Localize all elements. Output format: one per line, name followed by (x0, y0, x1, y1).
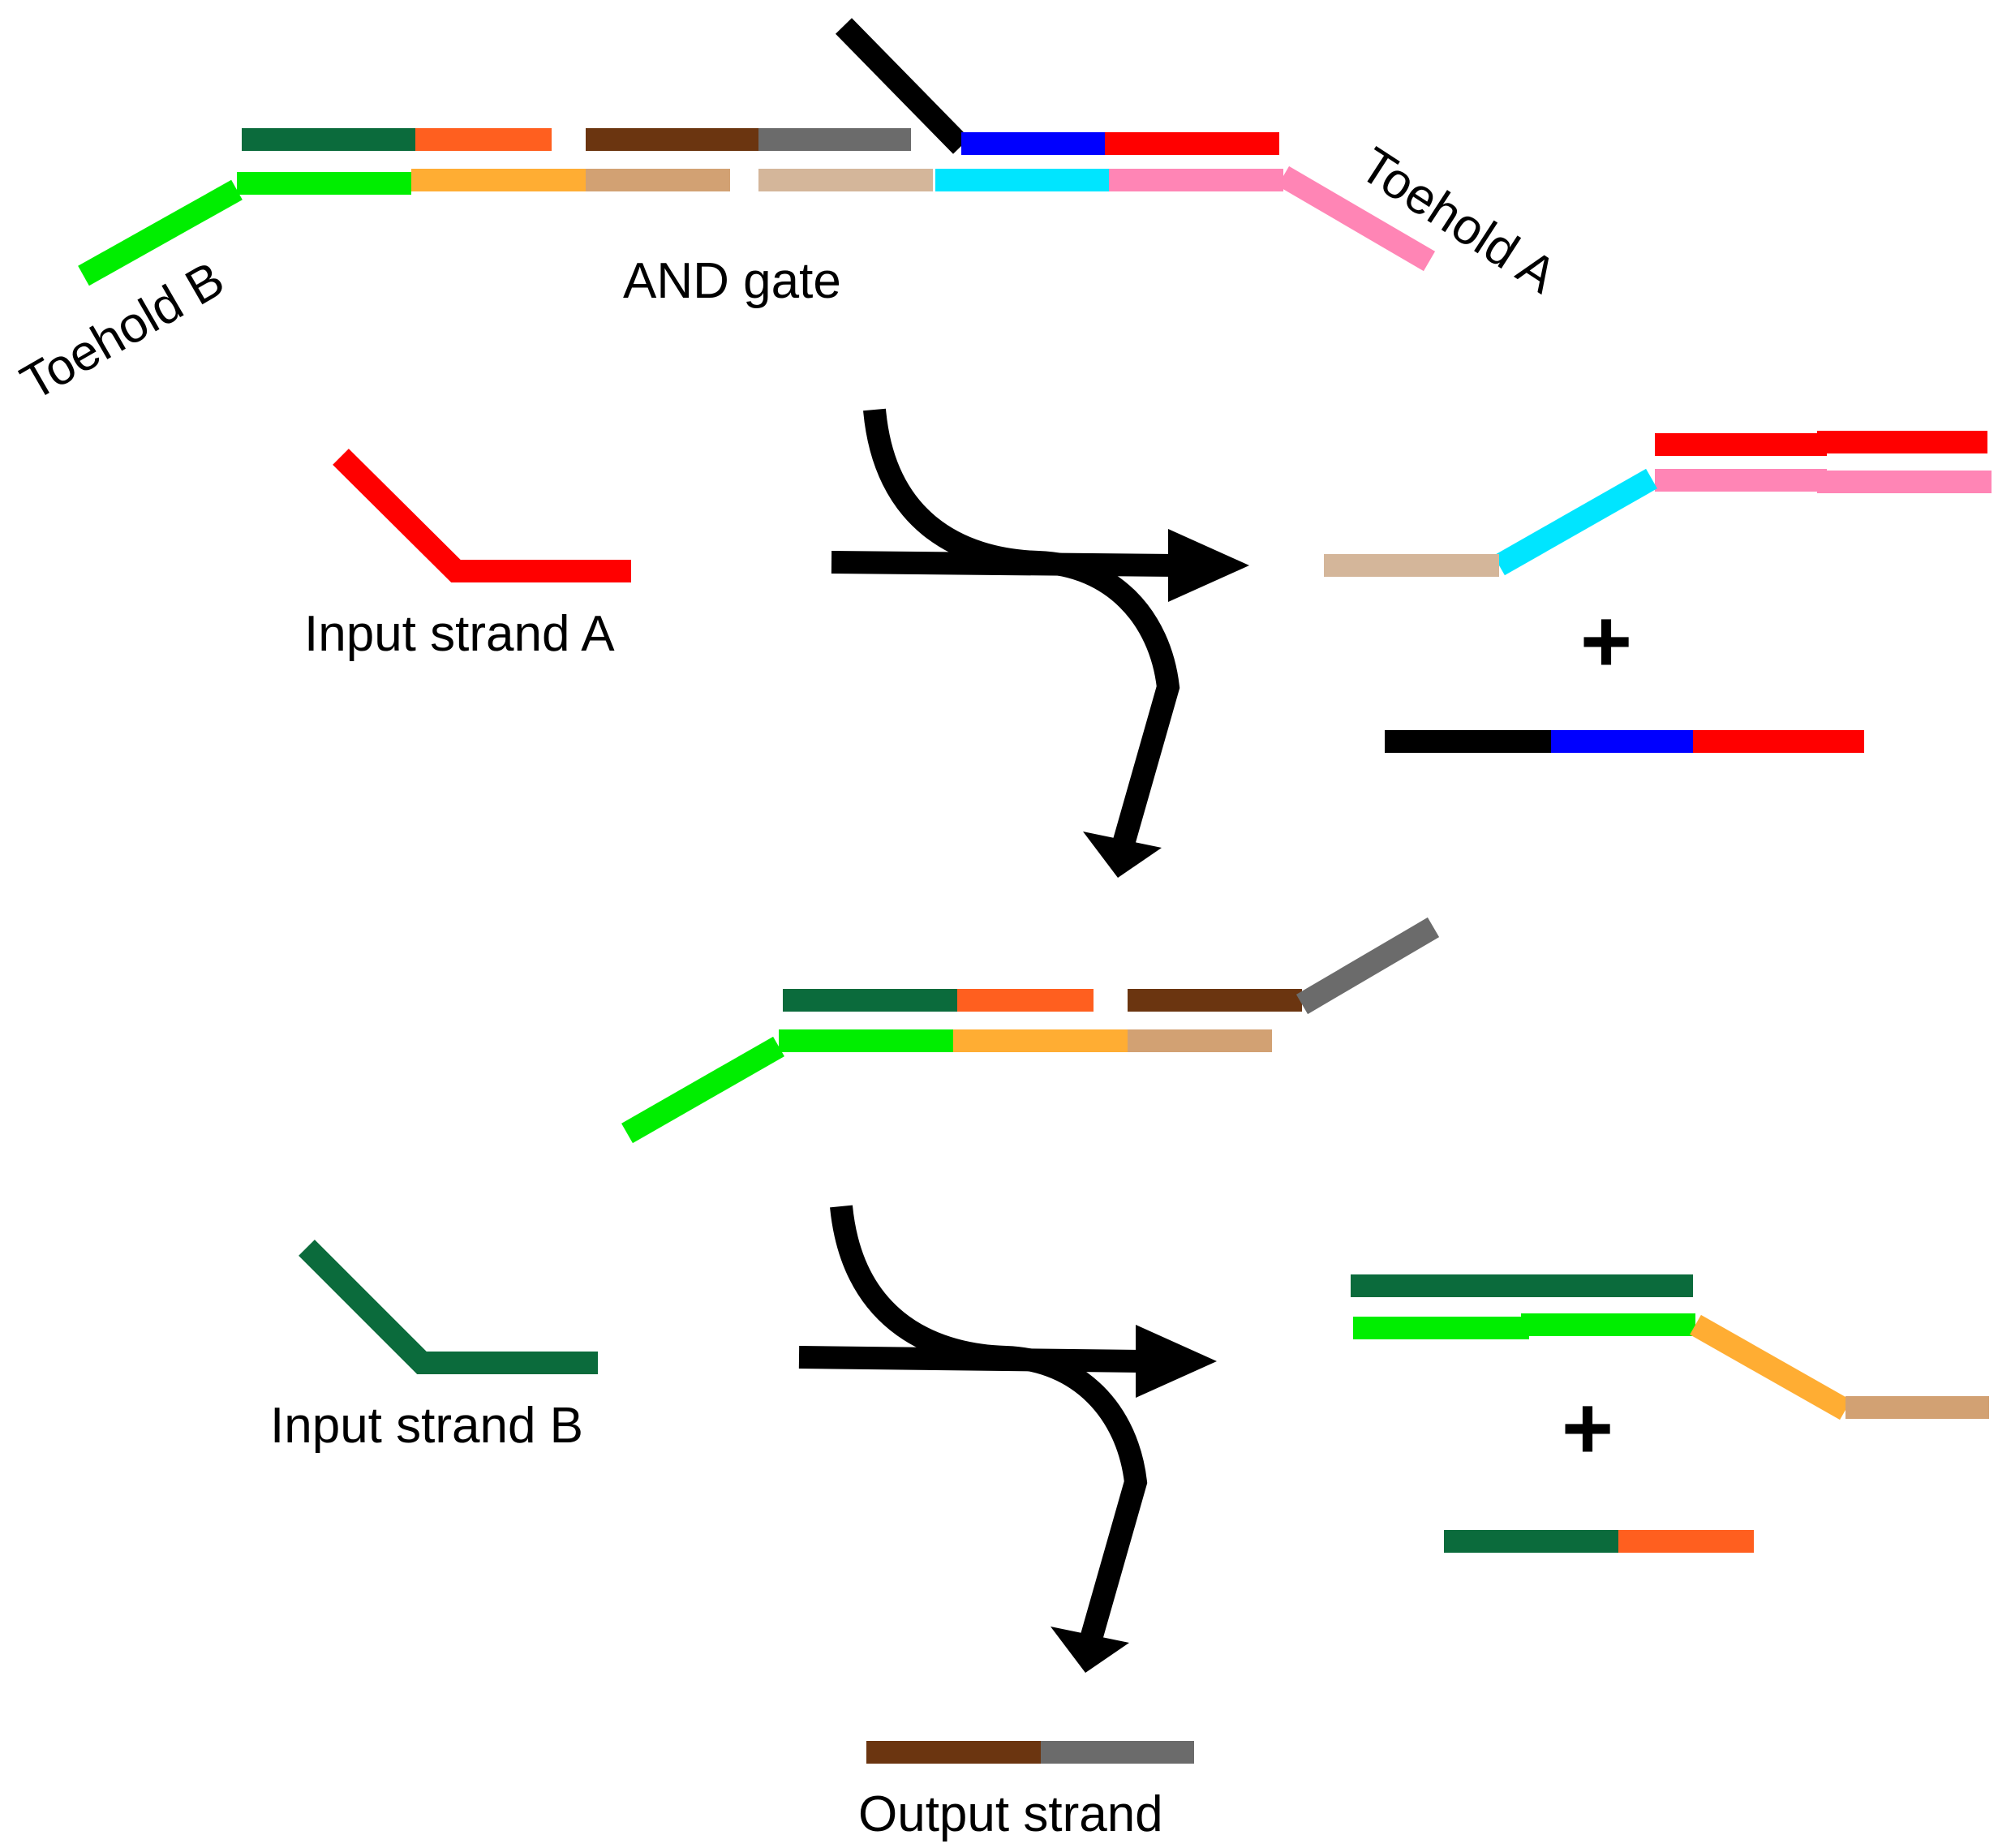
plus-sign-1: + (1580, 591, 1632, 691)
and-gate-label: AND gate (623, 253, 841, 309)
arrow-head-down (1083, 832, 1162, 878)
toehold-b-label: Toehold B (12, 251, 234, 411)
segment-yellow-tail (1690, 1314, 1851, 1420)
toehold-a-segment (1277, 165, 1436, 272)
input-strand-b-label: Input strand B (270, 1398, 583, 1454)
product-2-duplex (1351, 1274, 1989, 1420)
arrow-curve (863, 408, 1180, 847)
arrow-head-down (1051, 1627, 1129, 1673)
reaction-arrow-1 (831, 408, 1249, 878)
plus-sign-2: + (1562, 1378, 1613, 1478)
toehold-b-segment (621, 1036, 784, 1144)
and-gate-complex (78, 18, 1436, 286)
input-strand-a-label: Input strand A (304, 606, 615, 662)
intermediate-complex (621, 917, 1440, 1144)
output-strand-label: Output strand (858, 1786, 1163, 1842)
input-strand-b (299, 1240, 598, 1374)
toehold-a-label: Toehold A (1350, 137, 1566, 305)
input-strand-a (333, 449, 631, 582)
reaction-arrow-2 (798, 1205, 1217, 1673)
segment-cyan-tail (1493, 468, 1657, 576)
arrow-head-right (1136, 1325, 1217, 1398)
segment-black-overhang (835, 18, 970, 154)
arrow-head-right (1168, 529, 1249, 602)
product-1-duplex (1324, 431, 1992, 577)
segment-gray-overhang (1295, 917, 1440, 1015)
arrow-curve (830, 1205, 1148, 1642)
toehold-b-segment (78, 179, 243, 286)
